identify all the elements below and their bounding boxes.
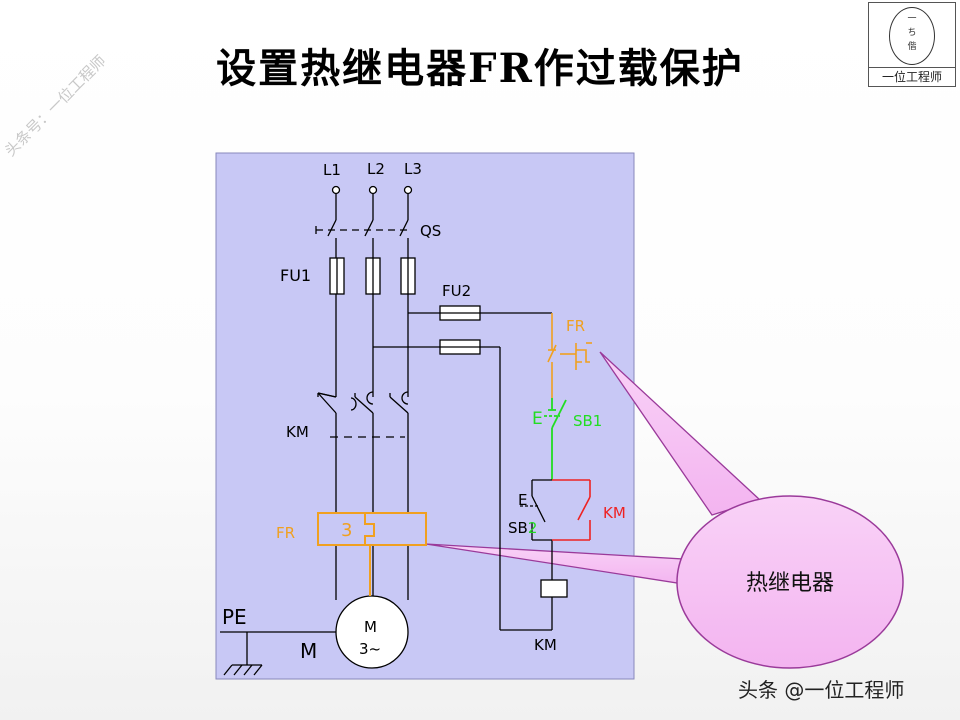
label-sb2: SB2: [508, 519, 537, 537]
fr-nc-contact: [547, 313, 592, 398]
label-km-main: KM: [286, 423, 309, 441]
label-fr-ctrl: FR: [566, 317, 585, 335]
label-qs: QS: [420, 222, 441, 240]
terminal-l3: [403, 185, 413, 195]
fr-thermal-element: [317, 512, 427, 596]
label-e2: E: [518, 491, 527, 509]
phase-l2-wire: [364, 194, 374, 598]
callout-bubble: [676, 495, 904, 669]
logo: 一 ち 偕 一位工程师: [868, 2, 956, 87]
label-fr-digit: 3: [341, 520, 352, 541]
label-sb2-digit: 2: [528, 519, 538, 537]
logo-glyph-2: ち: [907, 28, 917, 38]
label-fu1: FU1: [280, 266, 311, 285]
label-motor-ground: M: [300, 639, 317, 663]
label-motor-phase: 3~: [359, 640, 381, 658]
km-aux-contact: [552, 479, 591, 541]
km-coil: [540, 579, 568, 598]
label-e1: E: [532, 409, 543, 429]
phase-l3-wire: [399, 194, 409, 600]
label-l1: L1: [323, 161, 341, 179]
terminal-l1: [331, 185, 341, 195]
label-pe: PE: [222, 605, 247, 629]
phase-l1-wire: [317, 194, 337, 600]
sb2-start-button: [520, 479, 553, 630]
label-km-aux: KM: [603, 504, 626, 522]
label-l2: L2: [367, 160, 385, 178]
terminal-l2: [368, 185, 378, 195]
watermark-bottom: 头条 @一位工程师: [738, 678, 905, 702]
label-sb2-prefix: SB: [508, 519, 528, 537]
logo-label: 一位工程师: [869, 67, 955, 86]
km-main-contacts: [317, 391, 409, 414]
logo-glyph-3: 偕: [907, 42, 917, 52]
callout-text: 热继电器: [746, 571, 834, 596]
label-l3: L3: [404, 160, 422, 178]
label-fu2: FU2: [442, 282, 471, 300]
page-title: 设置热继电器FR作过载保护: [216, 45, 744, 92]
label-fr-main: FR: [276, 524, 295, 542]
sb1-stop-button: [544, 398, 567, 480]
logo-emblem: 一 ち 偕: [889, 7, 935, 65]
label-sb1: SB1: [573, 412, 602, 430]
label-km-coil: KM: [534, 636, 557, 654]
logo-glyph-1: 一: [907, 14, 917, 24]
label-motor-m: M: [364, 618, 377, 636]
